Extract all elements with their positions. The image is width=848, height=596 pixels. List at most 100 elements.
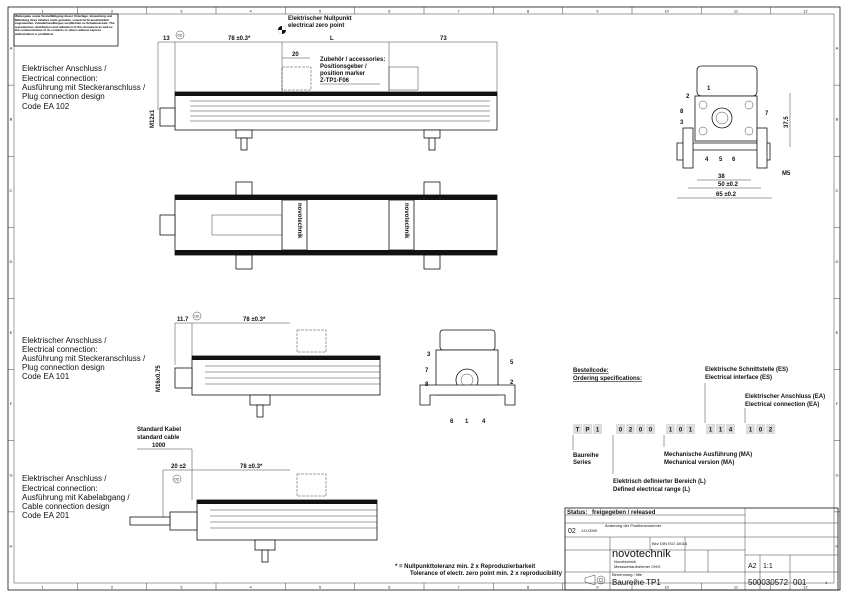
dim-78: 78 ±0.3* — [240, 464, 263, 470]
pin-label: 5 — [510, 360, 514, 366]
pin-label: 8 — [680, 109, 684, 115]
accessory-label: Zubehör / accessories: — [320, 57, 385, 63]
row-marker: C — [836, 188, 839, 193]
column-marker: 1 — [42, 9, 45, 14]
part-number: 001 — [793, 578, 807, 587]
column-marker: 9 — [596, 9, 599, 14]
dim-78: 78 ±0.3* — [243, 317, 266, 323]
code-box — [626, 424, 635, 434]
status-value: freigegeben / released — [592, 510, 656, 516]
column-marker: 2 — [111, 585, 114, 590]
code-digit: 1 — [719, 428, 723, 434]
code-digit: 0 — [759, 428, 763, 434]
connection-label: Electrical connection (EA) — [745, 402, 819, 408]
column-marker: 6 — [388, 9, 391, 14]
code-digit: 1 — [689, 428, 693, 434]
projection-symbol-icon — [584, 574, 606, 586]
pin-label: 2 — [510, 380, 514, 386]
range-label: Elektrisch definierter Bereich (L) — [613, 479, 706, 485]
code-digit: 2 — [769, 428, 773, 434]
zero-point-label-de: Elektrischer Nullpunkt — [288, 16, 352, 22]
pin-label: 6 — [450, 419, 454, 425]
connection-label: Elektrischer Anschluss (EA) — [745, 394, 825, 400]
sheet-number: 1 — [825, 580, 828, 585]
column-marker: 5 — [319, 585, 322, 590]
dim-13: 13 — [163, 36, 170, 42]
dim-m16: M16x0.75 — [156, 365, 162, 392]
pin-label: 4 — [482, 419, 486, 425]
accessory-label: position marker — [320, 71, 366, 77]
mech-label: Mechanische Ausführung (MA) — [664, 452, 752, 458]
column-marker: 5 — [319, 9, 322, 14]
pin-label: 3 — [427, 352, 431, 358]
label-line: Plug connection design — [22, 92, 105, 101]
code-digit: 2 — [629, 428, 633, 434]
label-line: Electrical connection: — [22, 484, 98, 493]
label-line: Ausführung mit Kabelabgang / — [22, 493, 130, 502]
dim-78: 78 ±0.3* — [228, 36, 251, 42]
revision-date: JJJ-0000 — [581, 528, 598, 533]
row-marker: H — [10, 543, 13, 548]
code-digit: 1 — [596, 428, 600, 434]
code-digit: 0 — [639, 428, 643, 434]
code-digit: 4 — [729, 428, 733, 434]
pin-label: 3 — [680, 120, 684, 126]
column-marker: 3 — [180, 9, 183, 14]
view-label-ea101: Elektrischer Anschluss / Electrical conn… — [22, 336, 146, 381]
view-label-ea102: Elektrischer Anschluss / Electrical conn… — [22, 64, 146, 111]
pin-label: 7 — [425, 368, 429, 374]
interface-label: Electrical interface (ES) — [705, 375, 772, 381]
column-marker: 8 — [527, 585, 530, 590]
row-marker: E — [836, 330, 839, 335]
column-marker: 12 — [803, 585, 808, 590]
connector-end-view: 38 50 ±0.2 65 ±0.2 M5 37.5 2 8 3 4 5 6 7… — [676, 65, 791, 199]
change-description: Änderung der Positionsnummer — [605, 523, 662, 528]
copyright-notice-box — [13, 13, 119, 47]
copyright-notice: Weitergabe sowie Vervielfältigung dieser… — [15, 15, 115, 36]
drawing-scale: 1:1 — [763, 563, 773, 570]
row-marker: H — [836, 543, 839, 548]
column-marker: 4 — [250, 585, 253, 590]
pin-label: 2 — [686, 94, 690, 100]
brand-logo: novotechnik — [612, 548, 671, 560]
code-digit: 1 — [669, 428, 673, 434]
footnote-en: Tolerance of electr. zero point min. 2 x… — [410, 571, 563, 577]
row-marker: C — [10, 188, 13, 193]
pin-label: 1 — [707, 86, 711, 92]
dim-50: 50 ±0.2 — [718, 182, 739, 188]
row-marker: F — [836, 401, 839, 406]
column-marker: 9 — [596, 585, 599, 590]
range-label: Defined electrical range (L) — [613, 487, 690, 493]
column-marker: 2 — [111, 9, 114, 14]
column-marker: 6 — [388, 585, 391, 590]
ordering-title-en: Ordering specifications: — [573, 376, 642, 382]
cable-label: standard cable — [137, 435, 180, 441]
label-line: Elektrischer Anschluss / — [22, 64, 107, 73]
sheet-format: A2 — [748, 563, 757, 570]
code-box — [756, 424, 765, 434]
label-line: Elektrischer Anschluss / — [22, 336, 107, 345]
series-label: Baureihe — [573, 453, 599, 459]
dim-20: 20 ±2 — [171, 464, 187, 470]
company-name: Novotechnik — [614, 559, 636, 564]
label-line: Electrical connection: — [22, 345, 98, 354]
column-marker: 7 — [458, 585, 461, 590]
row-marker: B — [10, 117, 13, 122]
revision-marker: 02 — [178, 33, 183, 38]
dim-m12: M12x1 — [150, 109, 156, 128]
dim-38: 38 — [718, 174, 725, 180]
row-marker: D — [10, 259, 13, 264]
column-marker: 4 — [250, 9, 253, 14]
view-label-ea201: Elektrischer Anschluss / Electrical conn… — [22, 474, 130, 520]
row-marker: F — [10, 401, 13, 406]
column-marker: 11 — [734, 9, 739, 14]
column-marker: 12 — [803, 9, 808, 14]
code-box — [583, 424, 592, 434]
pin-label: 4 — [705, 157, 709, 163]
label-line: Code EA 201 — [22, 511, 70, 520]
code-box — [676, 424, 685, 434]
